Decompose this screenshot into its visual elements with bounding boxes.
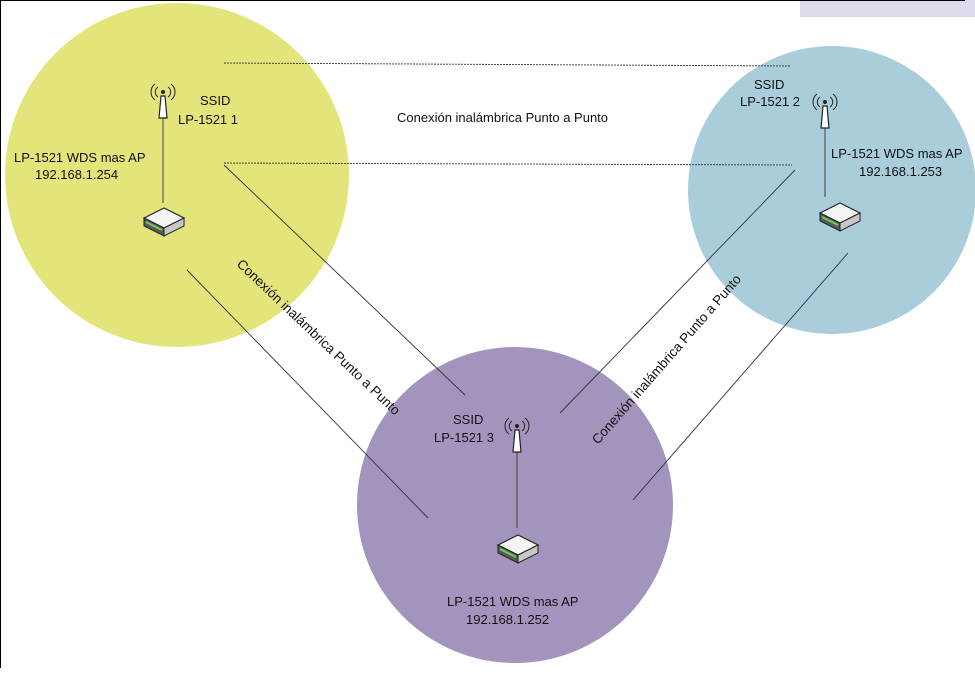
link-line-2-3-b bbox=[632, 252, 849, 501]
ssid-value-node-1: LP-1521 1 bbox=[178, 112, 238, 127]
link-line-1-2-top bbox=[223, 62, 791, 67]
coverage-circle-node-1 bbox=[5, 3, 349, 347]
ssid-label-node-1: SSID bbox=[200, 93, 230, 108]
ip-node-2: 192.168.1.253 bbox=[859, 164, 942, 179]
ssid-label-node-2: SSID bbox=[754, 77, 784, 92]
link-line-2-3-a bbox=[559, 169, 796, 414]
ssid-value-node-2: LP-1521 2 bbox=[740, 94, 800, 109]
coverage-circle-node-3 bbox=[357, 347, 673, 663]
ssid-value-node-3: LP-1521 3 bbox=[434, 430, 494, 445]
ip-node-1: 192.168.1.254 bbox=[35, 167, 118, 182]
link-line-1-3-a bbox=[223, 164, 466, 396]
device-label-node-3: LP-1521 WDS mas AP bbox=[447, 594, 579, 609]
coverage-circle-node-2 bbox=[688, 46, 975, 334]
connection-label-1-2: Conexión inalámbrica Punto a Punto bbox=[397, 110, 608, 125]
link-line-1-2-bottom bbox=[223, 162, 793, 166]
device-label-node-2: LP-1521 WDS mas AP bbox=[831, 146, 963, 161]
ip-node-3: 192.168.1.252 bbox=[466, 612, 549, 627]
device-label-node-1: LP-1521 WDS mas AP bbox=[14, 150, 146, 165]
link-line-1-3-b bbox=[186, 269, 429, 519]
corner-tab bbox=[800, 0, 975, 17]
ssid-label-node-3: SSID bbox=[453, 412, 483, 427]
